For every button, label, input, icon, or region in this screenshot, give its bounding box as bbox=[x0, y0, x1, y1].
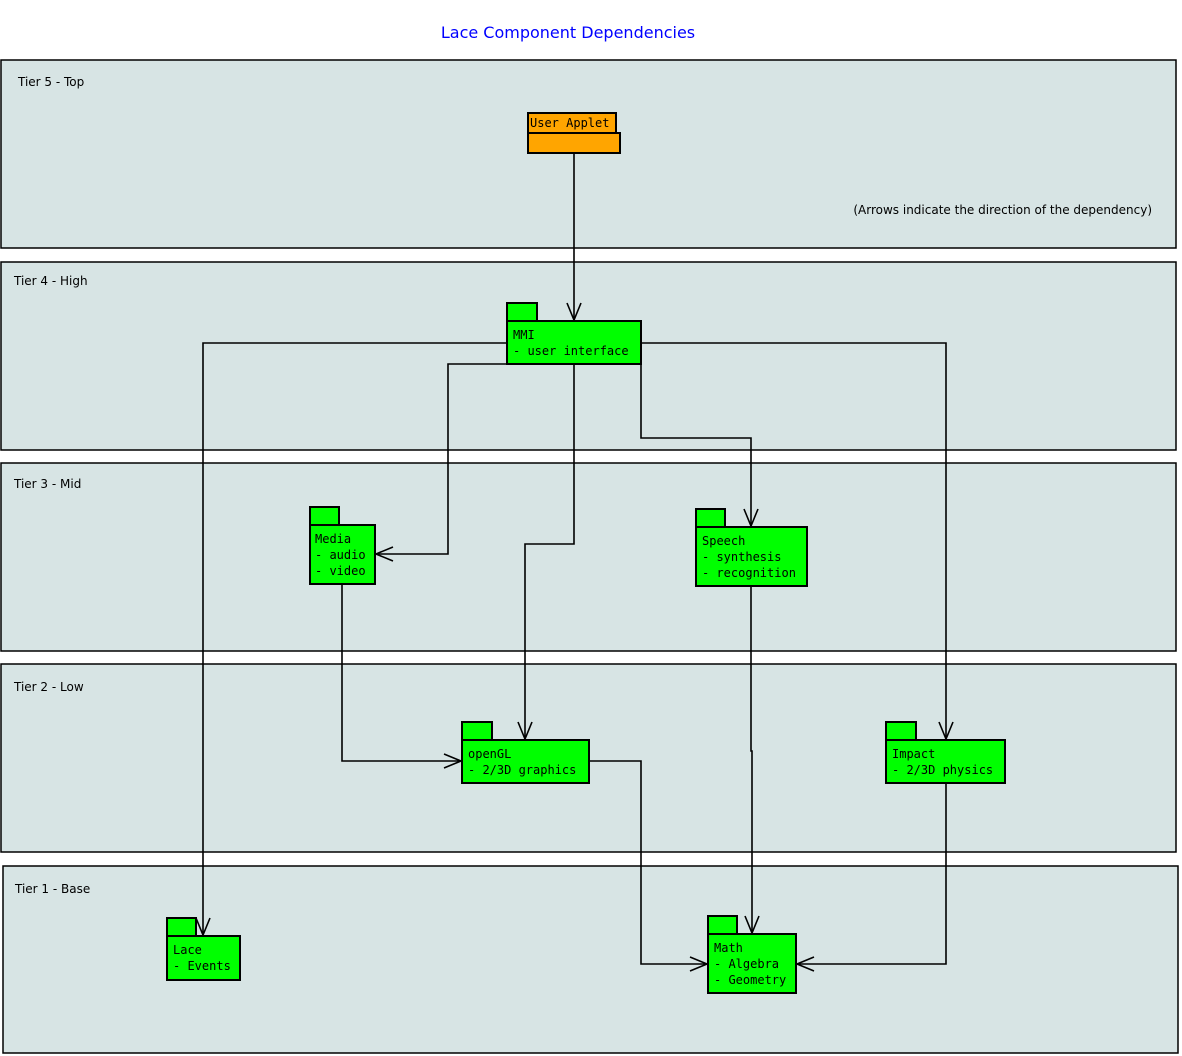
edge-mmi-impact bbox=[641, 342, 947, 739]
package-name: Speech bbox=[702, 534, 745, 548]
package-line: - recognition bbox=[702, 566, 796, 580]
package-line: - Geometry bbox=[714, 973, 786, 987]
tier-5-label: Tier 5 - Top bbox=[17, 75, 84, 89]
edge-mmi-opengl bbox=[524, 364, 575, 739]
package-tab bbox=[695, 508, 726, 528]
package-tab bbox=[461, 721, 493, 741]
package-name: Lace bbox=[173, 943, 202, 957]
package-body bbox=[695, 526, 808, 587]
diagram-title: Lace Component Dependencies bbox=[441, 23, 695, 42]
package-mmi[interactable]: MMI - user interface bbox=[506, 302, 642, 365]
edge-mmi-lace bbox=[202, 342, 507, 935]
package-user-applet[interactable]: User Applet bbox=[527, 112, 621, 154]
package-body bbox=[461, 739, 590, 784]
package-tab bbox=[506, 302, 538, 322]
tier-1-label: Tier 1 - Base bbox=[14, 882, 90, 896]
package-line: - video bbox=[315, 564, 366, 578]
package-body bbox=[506, 320, 642, 365]
package-body bbox=[707, 933, 797, 994]
edge-mmi-speech bbox=[640, 364, 752, 526]
edge-opengl-math bbox=[589, 760, 707, 965]
package-body bbox=[885, 739, 1006, 784]
package-line: - 2/3D physics bbox=[892, 763, 993, 777]
package-math[interactable]: Math - Algebra - Geometry bbox=[707, 915, 797, 994]
package-body bbox=[527, 132, 621, 154]
edge-impact-math bbox=[797, 783, 947, 965]
package-tab bbox=[885, 721, 917, 741]
package-tab bbox=[309, 506, 340, 526]
tier-4-label: Tier 4 - High bbox=[13, 274, 88, 288]
package-tab bbox=[707, 915, 738, 935]
package-impact[interactable]: Impact - 2/3D physics bbox=[885, 721, 1006, 784]
package-tab bbox=[166, 917, 197, 937]
package-line: - audio bbox=[315, 548, 366, 562]
package-media[interactable]: Media - audio - video bbox=[309, 506, 376, 585]
package-lace[interactable]: Lace - Events bbox=[166, 917, 241, 981]
package-name: Media bbox=[315, 532, 351, 546]
package-opengl[interactable]: openGL - 2/3D graphics bbox=[461, 721, 590, 784]
tier-3-label: Tier 3 - Mid bbox=[13, 477, 81, 491]
edge-speech-math bbox=[750, 586, 753, 933]
package-line: - Algebra bbox=[714, 957, 779, 971]
package-name: MMI bbox=[513, 328, 535, 342]
package-speech[interactable]: Speech - synthesis - recognition bbox=[695, 508, 808, 587]
edge-media-opengl bbox=[341, 584, 461, 762]
package-body bbox=[309, 524, 376, 585]
tier-3 bbox=[0, 462, 1177, 652]
package-name: Impact bbox=[892, 747, 935, 761]
package-name: openGL bbox=[468, 747, 511, 761]
edges bbox=[195, 153, 954, 972]
package-name: Math bbox=[714, 941, 743, 955]
tier-2-label: Tier 2 - Low bbox=[13, 680, 84, 694]
package-line: - 2/3D graphics bbox=[468, 763, 576, 777]
package-line: - synthesis bbox=[702, 550, 781, 564]
arrow-note: (Arrows indicate the direction of the de… bbox=[853, 203, 1152, 217]
package-body bbox=[166, 935, 241, 981]
package-line: - Events bbox=[173, 959, 231, 973]
edge-mmi-media bbox=[376, 363, 507, 555]
package-name: User Applet bbox=[530, 116, 609, 130]
package-line: - user interface bbox=[513, 344, 629, 358]
